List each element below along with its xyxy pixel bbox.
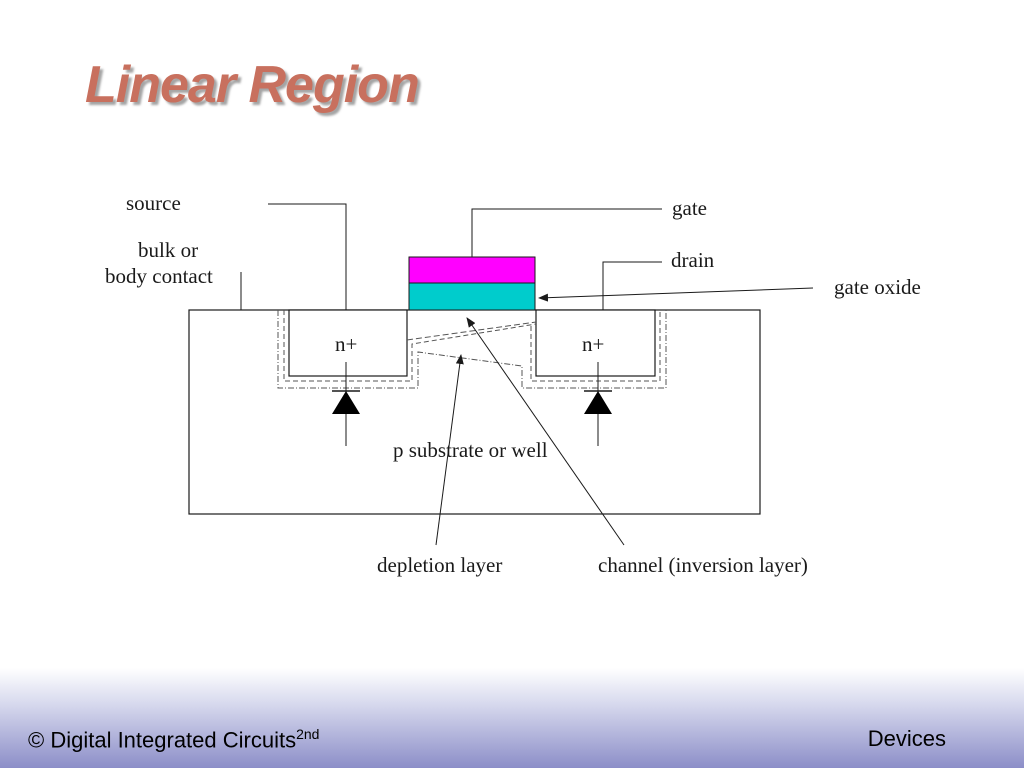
gate-oxide-layer: [408, 282, 536, 311]
label-bulk-line2: body contact: [105, 264, 213, 288]
gate-oxide-arrow: [538, 287, 814, 302]
label-n-plus-right: n+: [582, 332, 604, 356]
channel-arrow: [466, 317, 625, 546]
depletion-layer-arrow: [435, 354, 464, 546]
label-depletion-layer: depletion layer: [377, 553, 502, 577]
diode-symbol-left: [332, 362, 360, 446]
label-gate-oxide: gate oxide: [834, 275, 921, 299]
label-substrate: p substrate or well: [393, 438, 548, 462]
footer-bar: © Digital Integrated Circuits2nd Devices: [0, 668, 1024, 768]
footer-section-name: Devices: [867, 726, 946, 751]
footer-copyright: © Digital Integrated Circuits2nd: [28, 726, 319, 753]
footer-copyright-text: © Digital Integrated Circuits: [28, 727, 297, 753]
label-drain: drain: [671, 248, 715, 272]
n-plus-well-right: [535, 309, 656, 377]
label-source: source: [126, 191, 181, 215]
gate-leader-line: [471, 208, 662, 257]
diode-symbol-right: [584, 362, 612, 446]
mosfet-cross-section-diagram: source bulk or body contact gate drain g…: [105, 191, 921, 577]
source-leader-line: [268, 203, 347, 310]
label-channel: channel (inversion layer): [598, 553, 808, 577]
footer-edition-superscript: 2nd: [296, 726, 320, 742]
n-plus-well-left: [288, 309, 408, 377]
label-gate: gate: [672, 196, 707, 220]
gate-electrode: [408, 256, 536, 284]
depletion-layer-boundary: [277, 310, 667, 389]
label-bulk-line1: bulk or: [138, 238, 198, 262]
label-n-plus-left: n+: [335, 332, 357, 356]
slide-title: Linear Region: [85, 56, 420, 114]
depletion-boundary-inner-right: [530, 310, 661, 382]
drain-leader-line: [602, 261, 662, 310]
inversion-channel: [406, 321, 537, 341]
substrate-body: [188, 309, 761, 515]
